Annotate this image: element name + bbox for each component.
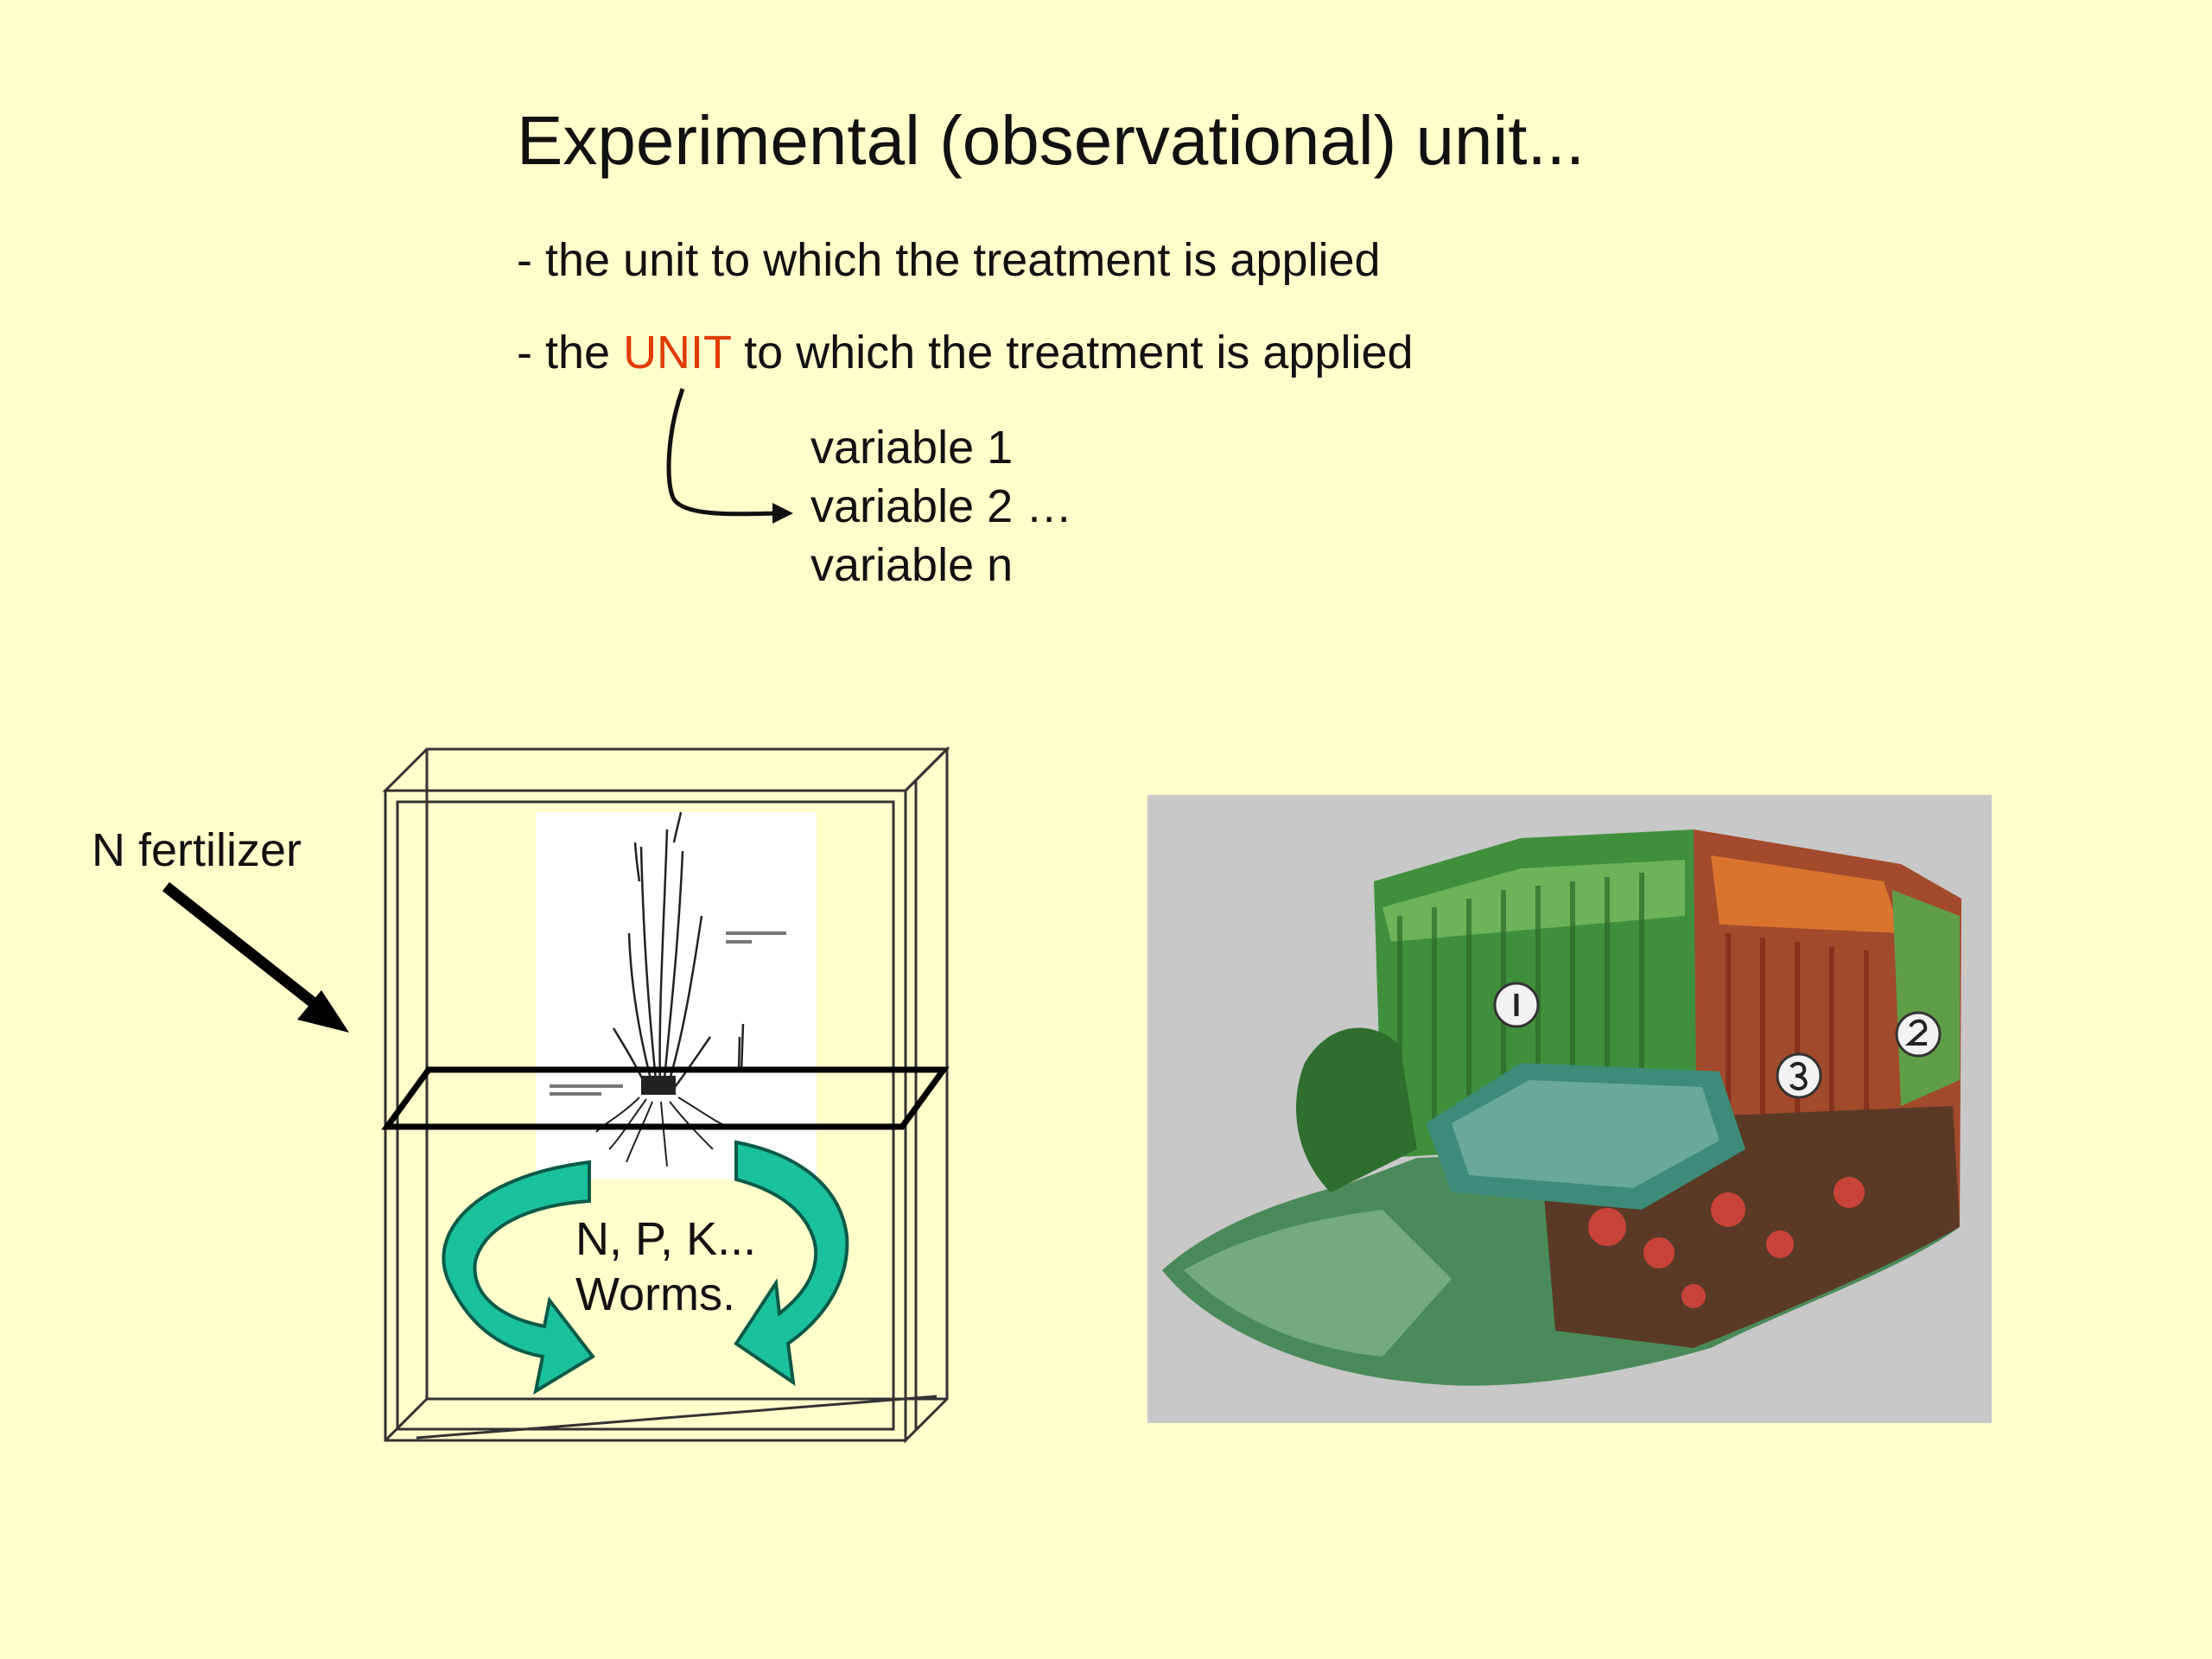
fertilizer-label: N fertilizer (92, 824, 302, 876)
marker-icons (1493, 982, 1942, 1099)
variable-item: variable 2 … (810, 480, 1073, 532)
variable-item: variable 1 (810, 422, 1014, 474)
cycle-label: N, P, K... Worms. (575, 1211, 756, 1322)
nutrients-text: N, P, K... (575, 1213, 757, 1265)
line-suffix: to which the treatment is applied (731, 327, 1414, 378)
soil-surface-plane (381, 1066, 950, 1130)
definition-line: - the unit to which the treatment is app… (517, 234, 1381, 286)
circular-arrows-icon (442, 1140, 849, 1395)
line-prefix: - the (517, 327, 624, 378)
unit-highlight: UNIT (623, 327, 732, 378)
slide-title: Experimental (observational) unit... (517, 102, 1586, 179)
grass-plant-drawing (536, 811, 817, 1179)
worms-text: Worms. (575, 1268, 735, 1320)
variable-item: variable n (810, 539, 1014, 591)
variables-list: variable 1 variable 2 … variable n (810, 418, 1072, 594)
definition-line-emphasized: - the UNIT to which the treatment is app… (517, 325, 1414, 380)
